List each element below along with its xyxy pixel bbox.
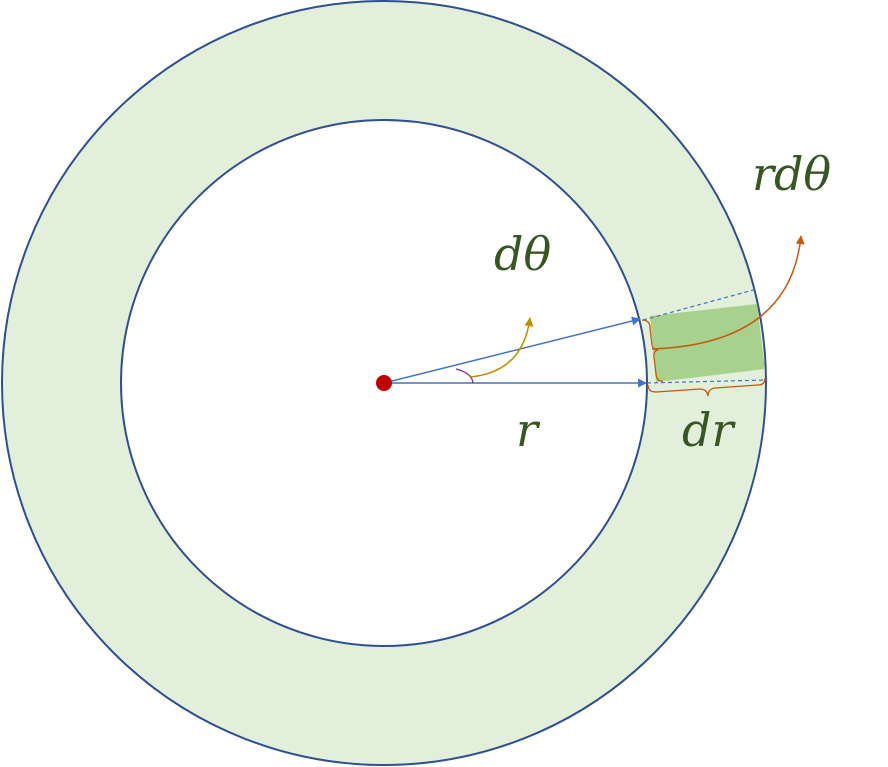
label-dr: dr <box>682 403 736 457</box>
upper-dashed-guide <box>642 288 758 321</box>
dtheta-arrow <box>469 317 534 378</box>
rdtheta-arrow <box>651 235 805 350</box>
dr-brace <box>647 377 766 397</box>
label-dtheta: dθ <box>494 227 551 281</box>
area-element <box>650 304 765 382</box>
center-point <box>376 375 392 391</box>
lower-dashed-guide <box>646 379 768 384</box>
rdtheta-brace <box>641 319 664 382</box>
radius-vector-upper <box>383 316 641 384</box>
angle-arc <box>455 368 474 384</box>
label-radius: r <box>516 403 541 457</box>
label-rdtheta: rdθ <box>752 147 831 201</box>
